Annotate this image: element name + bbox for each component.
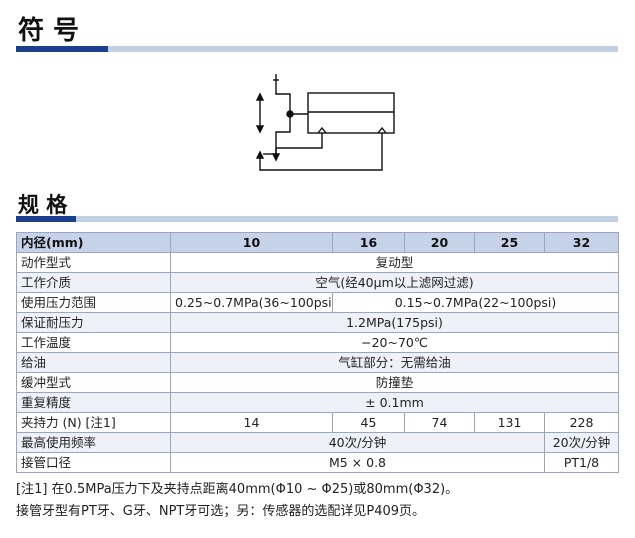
table-row: 重复精度 ± 0.1mm	[16, 392, 619, 413]
table-cell: PT1/8	[544, 452, 619, 473]
symbol-section-title: 符 号	[18, 16, 80, 46]
row-label: 动作型式	[16, 252, 171, 273]
table-cell: 0.15~0.7MPa(22~100psi)	[332, 292, 619, 313]
row-label: 工作温度	[16, 332, 171, 353]
spec-title-underline	[16, 216, 76, 222]
table-row: 夹持力 (N) [注1] 14 45 74 131 228	[16, 412, 619, 433]
column-header-25: 25	[474, 232, 545, 253]
table-cell: 45	[332, 412, 405, 433]
table-cell: 20次/分钟	[544, 432, 619, 453]
row-label: 给油	[16, 352, 171, 373]
footnote-1: [注1] 在0.5MPa压力下及夹持点距离40mm(Φ10 ~ Φ25)或80m…	[16, 482, 459, 497]
table-cell: 0.25~0.7MPa(36~100psi)	[170, 292, 333, 313]
table-row: 最高使用频率 40次/分钟 20次/分钟	[16, 432, 619, 453]
table-row: 动作型式 复动型	[16, 252, 619, 273]
table-row: 保证耐压力 1.2MPa(175psi)	[16, 312, 619, 333]
table-row: 使用压力范围 0.25~0.7MPa(36~100psi) 0.15~0.7MP…	[16, 292, 619, 313]
row-label: 使用压力范围	[16, 292, 171, 313]
column-header-20: 20	[404, 232, 475, 253]
row-label: 夹持力 (N) [注1]	[16, 412, 171, 433]
table-row: 工作温度 −20~70℃	[16, 332, 619, 353]
table-cell: 40次/分钟	[170, 432, 545, 453]
row-label: 最高使用频率	[16, 432, 171, 453]
row-label: 保证耐压力	[16, 312, 171, 333]
table-row: 给油 气缸部分：无需给油	[16, 352, 619, 373]
footnote-2: 接管牙型有PT牙、G牙、NPT牙可选；另：传感器的选配详见P409页。	[16, 504, 426, 519]
column-header-10: 10	[170, 232, 333, 253]
table-cell: ± 0.1mm	[170, 392, 619, 413]
table-header-row: 内径(mm) 10 16 20 25 32	[16, 232, 619, 253]
row-label: 缓冲型式	[16, 372, 171, 393]
table-cell: 228	[544, 412, 619, 433]
table-cell: 14	[170, 412, 333, 433]
table-row: 工作介质 空气(经40μm以上滤网过滤)	[16, 272, 619, 293]
table-cell: 复动型	[170, 252, 619, 273]
column-header-16: 16	[332, 232, 405, 253]
table-cell: 空气(经40μm以上滤网过滤)	[170, 272, 619, 293]
table-row: 接管口径 M5 × 0.8 PT1/8	[16, 452, 619, 473]
table-cell: 1.2MPa(175psi)	[170, 312, 619, 333]
table-cell: −20~70℃	[170, 332, 619, 353]
table-cell: 防撞垫	[170, 372, 619, 393]
symbol-title-underline	[16, 46, 108, 52]
column-header-bore: 内径(mm)	[16, 232, 171, 253]
spec-title-rule	[76, 216, 618, 222]
symbol-title-rule	[108, 46, 618, 52]
table-cell: M5 × 0.8	[170, 452, 545, 473]
table-cell: 气缸部分：无需给油	[170, 352, 619, 373]
pneumatic-gripper-symbol	[255, 74, 395, 171]
table-cell: 131	[474, 412, 545, 433]
table-row: 缓冲型式 防撞垫	[16, 372, 619, 393]
spec-section-title: 规 格	[18, 193, 68, 217]
row-label: 重复精度	[16, 392, 171, 413]
column-header-32: 32	[544, 232, 619, 253]
specification-table: 内径(mm) 10 16 20 25 32 动作型式 复动型 工作介质 空气(经…	[16, 232, 619, 473]
row-label: 工作介质	[16, 272, 171, 293]
table-cell: 74	[404, 412, 475, 433]
row-label: 接管口径	[16, 452, 171, 473]
